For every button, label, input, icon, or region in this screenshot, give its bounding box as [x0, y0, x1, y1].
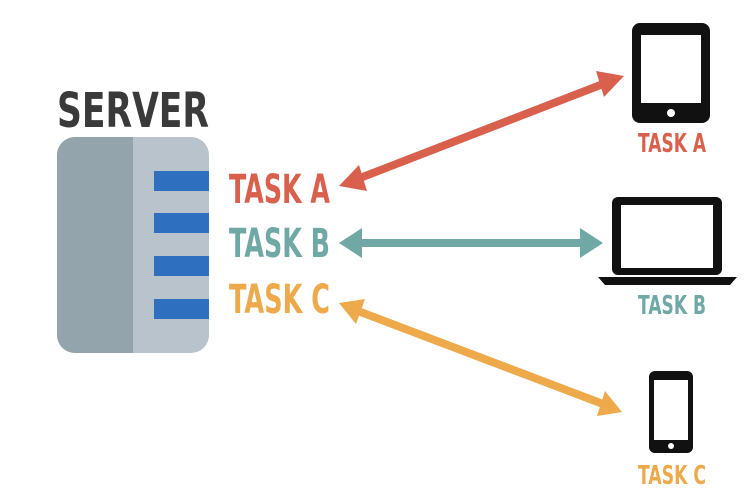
server-task-a-label: TASK A	[229, 167, 330, 213]
server-slot	[154, 256, 209, 276]
arrow-task-a	[339, 71, 624, 191]
arrow-head-a-right	[596, 71, 624, 97]
laptop-icon	[598, 197, 737, 285]
arrow-task-b	[339, 228, 603, 258]
arrow-head-a-left	[339, 165, 367, 191]
arrow-head-b-left	[339, 228, 362, 258]
server-task-b-label: TASK B	[229, 221, 330, 267]
device-task-a-label: TASK A	[638, 129, 706, 159]
smartphone-icon	[649, 371, 693, 453]
tablet-icon	[632, 23, 710, 123]
arrow-head-b-right	[580, 228, 603, 258]
server-title: SERVER	[57, 83, 209, 139]
arrow-head-c-right	[597, 391, 622, 416]
server-icon	[57, 137, 209, 353]
arrow-task-c	[339, 299, 622, 416]
server-slot	[154, 213, 209, 233]
arrow-head-c-left	[339, 299, 365, 324]
device-task-c-label: TASK C	[638, 461, 706, 491]
device-task-b-label: TASK B	[638, 291, 706, 321]
server-task-c-label: TASK C	[229, 277, 330, 323]
server-slot	[154, 299, 209, 319]
server-slot	[154, 171, 209, 191]
server-front-panel	[57, 137, 133, 353]
